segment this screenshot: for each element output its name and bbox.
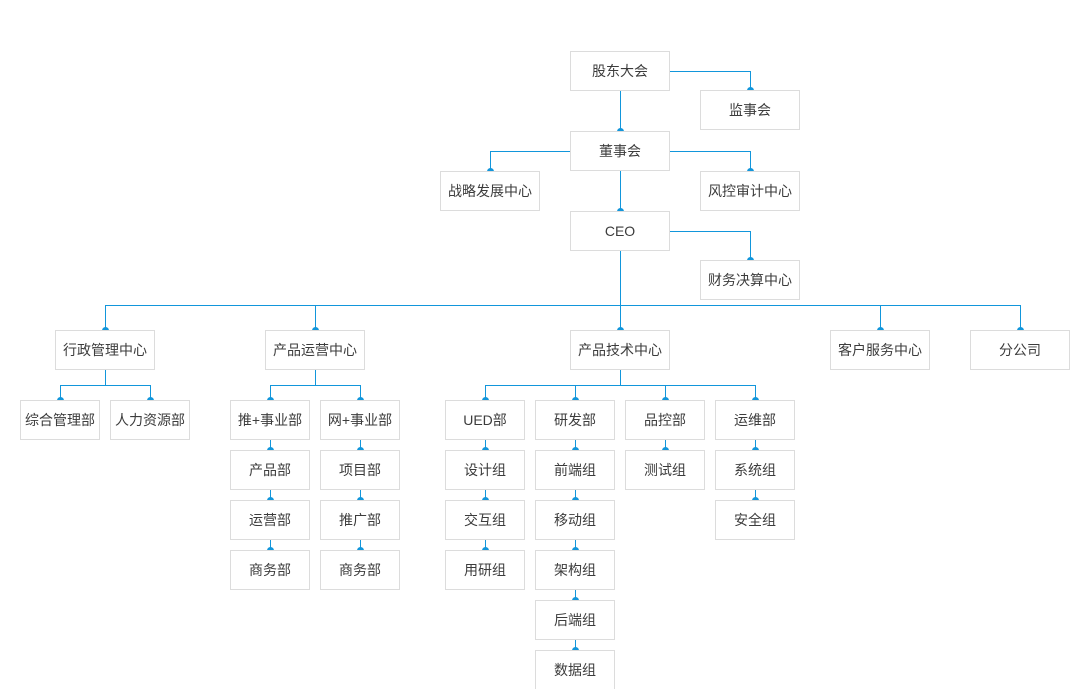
org-node[interactable]: 财务决算中心 [700, 260, 800, 300]
connector-line [670, 231, 750, 232]
org-node[interactable]: 监事会 [700, 90, 800, 130]
connector-line [105, 305, 106, 330]
connector-line [670, 71, 750, 72]
org-node[interactable]: 运营部 [230, 500, 310, 540]
org-node[interactable]: 推广部 [320, 500, 400, 540]
org-node[interactable]: 产品部 [230, 450, 310, 490]
connector-line [665, 440, 666, 450]
connector-line [575, 640, 576, 650]
org-node[interactable]: CEO [570, 211, 670, 251]
connector-line [665, 385, 666, 400]
connector-line [620, 251, 621, 305]
connector-line [360, 385, 361, 400]
org-node[interactable]: 商务部 [230, 550, 310, 590]
org-node[interactable]: 产品运营中心 [265, 330, 365, 370]
org-node[interactable]: 股东大会 [570, 51, 670, 91]
connector-line [360, 490, 361, 500]
connector-line [485, 540, 486, 550]
connector-line [270, 385, 361, 386]
connector-line [750, 71, 751, 90]
connector-line [485, 385, 756, 386]
org-node[interactable]: UED部 [445, 400, 525, 440]
connector-line [270, 540, 271, 550]
org-node[interactable]: 后端组 [535, 600, 615, 640]
org-node[interactable]: 运维部 [715, 400, 795, 440]
org-node[interactable]: 风控审计中心 [700, 171, 800, 211]
connector-line [485, 385, 486, 400]
org-node[interactable]: 安全组 [715, 500, 795, 540]
connector-line [360, 440, 361, 450]
connector-line [750, 231, 751, 260]
connector-line [575, 590, 576, 600]
org-node[interactable]: 推+事业部 [230, 400, 310, 440]
org-node[interactable]: 产品技术中心 [570, 330, 670, 370]
connector-line [270, 490, 271, 500]
org-node[interactable]: 数据组 [535, 650, 615, 689]
org-node[interactable]: 董事会 [570, 131, 670, 171]
connector-line [270, 440, 271, 450]
connector-line [575, 540, 576, 550]
connector-line [755, 440, 756, 450]
org-node[interactable]: 战略发展中心 [440, 171, 540, 211]
org-node[interactable]: 品控部 [625, 400, 705, 440]
connector-line [575, 385, 576, 400]
org-node[interactable]: 移动组 [535, 500, 615, 540]
connector-line [620, 171, 621, 211]
connector-line [105, 370, 106, 385]
connector-line [620, 370, 621, 385]
org-node[interactable]: 人力资源部 [110, 400, 190, 440]
connector-line [315, 305, 316, 330]
connector-line [1020, 305, 1021, 330]
org-node[interactable]: 分公司 [970, 330, 1070, 370]
connector-line [485, 490, 486, 500]
org-node[interactable]: 综合管理部 [20, 400, 100, 440]
org-node[interactable]: 前端组 [535, 450, 615, 490]
connector-line [880, 305, 881, 330]
org-node[interactable]: 架构组 [535, 550, 615, 590]
connector-line [575, 490, 576, 500]
org-node[interactable]: 测试组 [625, 450, 705, 490]
org-node[interactable]: 用研组 [445, 550, 525, 590]
org-node[interactable]: 研发部 [535, 400, 615, 440]
connector-line [60, 385, 151, 386]
connector-line [750, 151, 751, 171]
connector-line [670, 151, 750, 152]
connector-line [60, 385, 61, 400]
org-node[interactable]: 网+事业部 [320, 400, 400, 440]
connector-line [755, 490, 756, 500]
connector-line [490, 151, 491, 171]
org-node[interactable]: 行政管理中心 [55, 330, 155, 370]
org-node[interactable]: 客户服务中心 [830, 330, 930, 370]
connector-line [360, 540, 361, 550]
connector-line [620, 305, 621, 330]
connector-line [150, 385, 151, 400]
connector-line [575, 440, 576, 450]
connector-line [315, 370, 316, 385]
connector-line [755, 385, 756, 400]
org-node[interactable]: 项目部 [320, 450, 400, 490]
connector-line [270, 385, 271, 400]
org-node[interactable]: 交互组 [445, 500, 525, 540]
connector-line [620, 91, 621, 131]
connector-line [485, 440, 486, 450]
connector-line [490, 151, 570, 152]
connector-line [105, 305, 1020, 306]
org-node[interactable]: 商务部 [320, 550, 400, 590]
org-node[interactable]: 系统组 [715, 450, 795, 490]
org-node[interactable]: 设计组 [445, 450, 525, 490]
